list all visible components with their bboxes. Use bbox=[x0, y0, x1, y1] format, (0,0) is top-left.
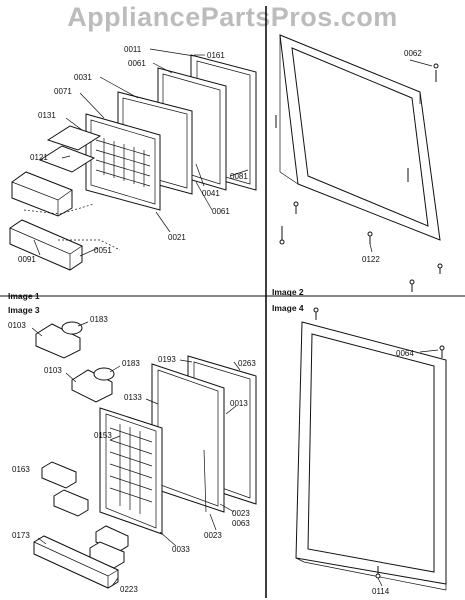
label-0062: 0062 bbox=[404, 49, 422, 58]
label-0114: 0114 bbox=[372, 587, 390, 596]
label-0173: 0173 bbox=[12, 531, 30, 540]
label-0071: 0071 bbox=[54, 87, 72, 96]
caption-image1: Image 1 bbox=[8, 291, 40, 301]
image3-assembly bbox=[33, 321, 257, 589]
caption-image4: Image 4 bbox=[272, 303, 304, 313]
image3-labels: Image 3 0103 0183 0103 0183 0193 0263 01… bbox=[8, 305, 256, 594]
panel-0133-drawing bbox=[151, 363, 225, 513]
image1-labels: 0011 0161 0061 0031 0071 0131 0121 0081 … bbox=[8, 45, 248, 301]
label-0031: 0031 bbox=[74, 73, 92, 82]
image1-assembly bbox=[9, 54, 257, 271]
label-0011: 0011 bbox=[124, 45, 142, 54]
label-0091: 0091 bbox=[18, 255, 36, 264]
label-0023a: 0023 bbox=[232, 509, 250, 518]
label-0041: 0041 bbox=[202, 189, 220, 198]
label-0061: 0061 bbox=[128, 59, 146, 68]
label-0263: 0263 bbox=[238, 359, 256, 368]
image2-assembly bbox=[275, 34, 443, 292]
image1-leaders bbox=[33, 48, 249, 257]
label-0064: 0064 bbox=[396, 349, 414, 358]
image3-leaders bbox=[31, 321, 241, 587]
label-0033: 0033 bbox=[172, 545, 190, 554]
label-0223: 0223 bbox=[120, 585, 138, 594]
label-0103b: 0103 bbox=[44, 366, 62, 375]
label-0013: 0013 bbox=[230, 399, 248, 408]
shelf-0131-drawing bbox=[46, 125, 102, 151]
image4-labels: Image 4 0064 0114 bbox=[272, 303, 414, 596]
label-0081: 0081 bbox=[230, 172, 248, 181]
label-0051: 0051 bbox=[94, 246, 112, 255]
label-0153: 0153 bbox=[94, 431, 112, 440]
image4-assembly bbox=[295, 307, 447, 591]
label-0183b: 0183 bbox=[122, 359, 140, 368]
label-0161: 0161 bbox=[207, 51, 225, 60]
image2-labels: 0062 0122 Image 2 bbox=[272, 49, 422, 297]
label-0103a: 0103 bbox=[8, 321, 26, 330]
label-0023b: 0023 bbox=[204, 531, 222, 540]
shelf-0121-drawing bbox=[38, 145, 96, 173]
bin-0091-drawing bbox=[9, 219, 83, 271]
label-0121: 0121 bbox=[30, 153, 48, 162]
watermark: AppliancePartsPros.com bbox=[67, 2, 398, 32]
label-0163: 0163 bbox=[12, 465, 30, 474]
label-0061b: 0061 bbox=[212, 207, 230, 216]
label-0193: 0193 bbox=[158, 355, 176, 364]
label-0063: 0063 bbox=[232, 519, 250, 528]
label-0183a: 0183 bbox=[90, 315, 108, 324]
label-0133: 0133 bbox=[124, 393, 142, 402]
caption-image3: Image 3 bbox=[8, 305, 40, 315]
label-0122: 0122 bbox=[362, 255, 380, 264]
label-0021: 0021 bbox=[168, 233, 186, 242]
door-0021-drawing bbox=[85, 113, 161, 211]
caption-image2: Image 2 bbox=[272, 287, 304, 297]
label-0131: 0131 bbox=[38, 111, 56, 120]
